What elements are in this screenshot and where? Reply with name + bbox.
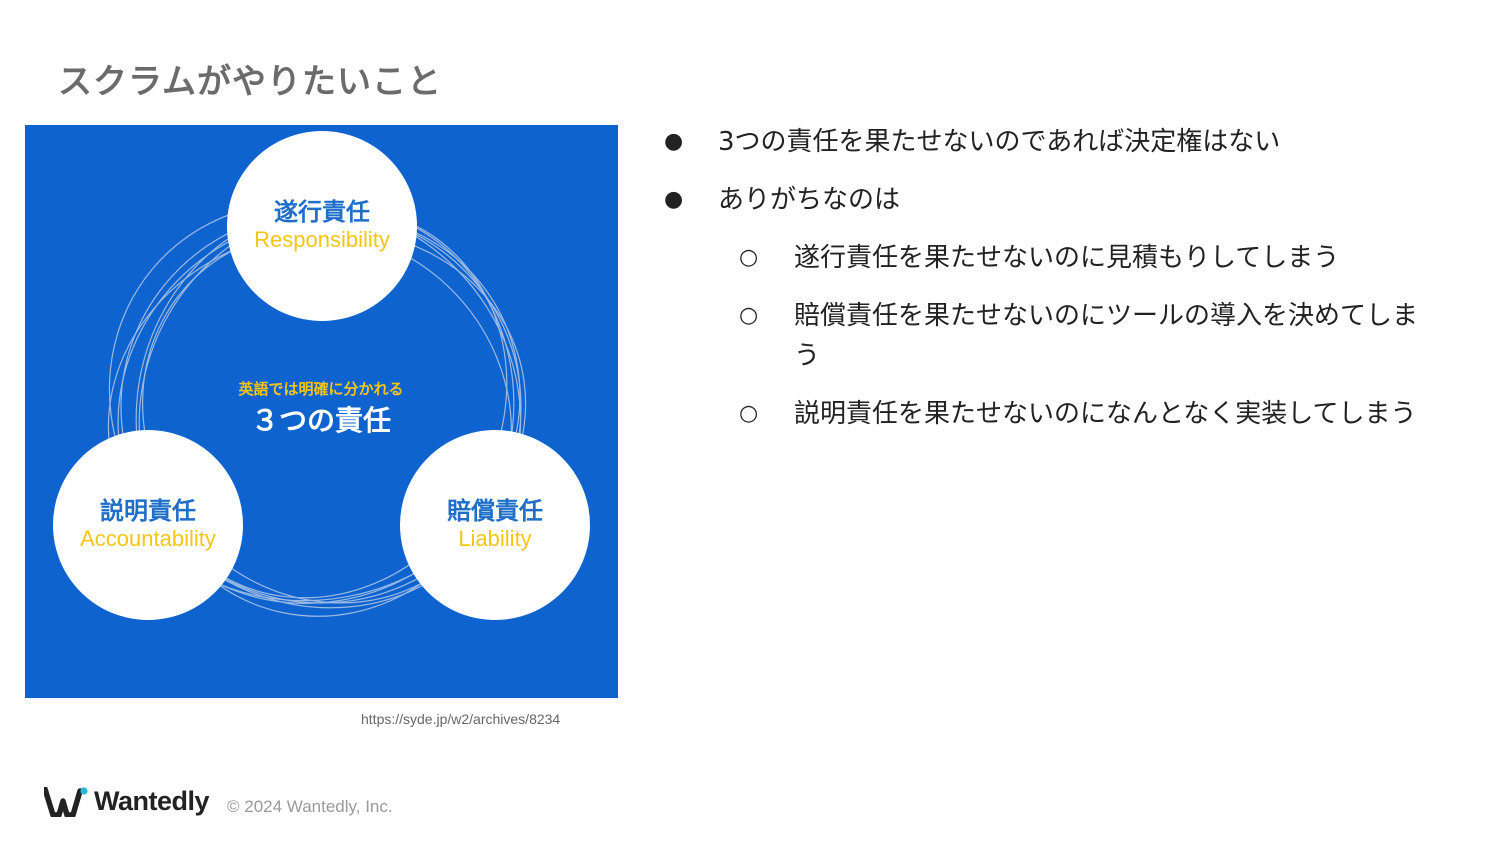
sub-bullet-item: ○ 遂行責任を果たせないのに見積もりしてしまう xyxy=(662,238,1462,278)
sub-bullet-item: ○ 賠償責任を果たせないのにツールの導入を決めてしまう xyxy=(662,296,1462,376)
wantedly-w-icon xyxy=(44,786,88,817)
node-responsibility: 遂行責任 Responsibility xyxy=(227,131,417,321)
node-jp-label: 賠償責任 xyxy=(447,497,543,525)
bullet-text: 遂行責任を果たせないのに見積もりしてしまう xyxy=(794,243,1340,273)
brand-wordmark: Wantedly xyxy=(94,786,210,816)
node-en-label: Responsibility xyxy=(254,227,390,252)
node-liability: 賠償責任 Liability xyxy=(400,430,590,620)
bullet-marker: ● xyxy=(664,129,684,154)
bullet-marker: ● xyxy=(664,187,684,212)
bullet-item: ● ありがちなのは xyxy=(662,180,1462,220)
node-jp-label: 説明責任 xyxy=(100,497,196,525)
bullet-marker: ○ xyxy=(739,303,759,328)
bullet-text: 賠償責任を果たせないのにツールの導入を決めてしまう xyxy=(794,301,1419,371)
bullet-text: 3つの責任を果たせないのであれば決定権はない xyxy=(718,127,1281,157)
source-link[interactable]: https://syde.jp/w2/archives/8234 xyxy=(361,711,561,727)
bullet-marker: ○ xyxy=(739,245,759,270)
slide-title: スクラムがやりたいこと xyxy=(58,62,442,102)
node-accountability: 説明責任 Accountability xyxy=(53,430,243,620)
center-title: ３つの責任 xyxy=(251,404,391,437)
bullet-text: ありがちなのは xyxy=(718,185,901,215)
wantedly-logo: Wantedly xyxy=(44,786,210,817)
copyright-text: © 2024 Wantedly, Inc. xyxy=(227,797,393,816)
node-en-label: Accountability xyxy=(80,526,216,551)
node-en-label: Liability xyxy=(458,526,531,551)
sub-bullet-item: ○ 説明責任を果たせないのになんとなく実装してしまう xyxy=(662,394,1462,434)
bullet-list: ● 3つの責任を果たせないのであれば決定権はない ● ありがちなのは ○ 遂行責任を果たせ… xyxy=(662,122,1462,452)
center-caption: 英語では明確に分かれる xyxy=(238,380,403,398)
bullet-marker: ○ xyxy=(739,401,759,426)
three-responsibilities-diagram: 遂行責任 Responsibility 説明責任 Accountability … xyxy=(25,125,618,698)
bullet-item: ● 3つの責任を果たせないのであれば決定権はない xyxy=(662,122,1462,162)
bullet-text: 説明責任を果たせないのになんとなく実装してしまう xyxy=(794,399,1417,429)
diagram-svg: 遂行責任 Responsibility 説明責任 Accountability … xyxy=(53,131,590,620)
node-jp-label: 遂行責任 xyxy=(274,198,370,226)
